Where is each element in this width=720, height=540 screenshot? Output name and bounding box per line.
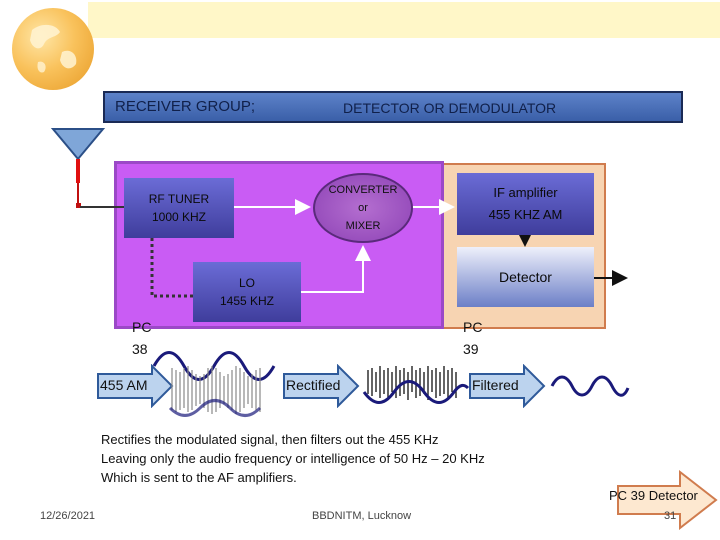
mixer-label: MIXER <box>345 220 381 232</box>
pc39-label: PC 39 <box>463 316 482 360</box>
lo-block: LO 1455 KHZ <box>193 262 301 322</box>
next-arrow-icon[interactable] <box>616 470 720 530</box>
title-bar: RECEIVER GROUP; DETECTOR OR DEMODULATOR <box>103 91 683 123</box>
rectified-waveform <box>362 366 470 404</box>
detector-label: Detector <box>499 269 552 285</box>
lo-frequency: 1455 KHZ <box>219 294 275 308</box>
footer-center: BBDNITM, Lucknow <box>312 510 412 522</box>
filtered-arrow <box>469 364 546 408</box>
rectified-label: Rectified <box>286 377 341 393</box>
title-detector: DETECTOR OR DEMODULATOR <box>343 100 557 116</box>
pc38-label: PC 38 <box>132 316 151 360</box>
am-arrow <box>97 364 174 408</box>
globe-icon <box>12 8 94 90</box>
converter-label: CONVERTER <box>328 184 398 196</box>
if-amplifier-label: IF amplifier <box>493 185 558 200</box>
explanation-line-3: Which is sent to the AF amplifiers. <box>101 470 297 485</box>
am-label: 455 AM <box>100 377 148 393</box>
pc39-line2: 39 <box>463 341 479 357</box>
am-waveform <box>152 351 276 417</box>
explanation-text: Rectifies the modulated signal, then fil… <box>101 430 485 487</box>
footer-date: 12/26/2021 <box>40 510 96 522</box>
antenna-icon <box>50 128 106 208</box>
explanation-line-2: Leaving only the audio frequency or inte… <box>101 451 485 466</box>
title-receiver-group: RECEIVER GROUP; <box>115 98 256 115</box>
if-amplifier-block: IF amplifier 455 KHZ AM <box>457 173 594 235</box>
filtered-label: Filtered <box>472 377 519 393</box>
explanation-line-1: Rectifies the modulated signal, then fil… <box>101 432 439 447</box>
pc38-line1: PC <box>132 319 152 335</box>
next-button[interactable]: PC 39 Detector <box>609 488 698 503</box>
rectified-arrow <box>283 364 360 408</box>
pc38-line2: 38 <box>132 341 148 357</box>
converter-or: or <box>358 202 368 214</box>
pc39-line1: PC <box>463 319 483 335</box>
detector-block: Detector <box>457 247 594 307</box>
header-band <box>88 2 720 38</box>
page-number: 31 <box>664 510 677 522</box>
if-amplifier-frequency: 455 KHZ AM <box>488 207 563 222</box>
lo-label: LO <box>238 276 255 290</box>
filtered-waveform <box>550 375 630 397</box>
rf-tuner-block: RF TUNER 1000 KHZ <box>124 178 234 238</box>
rf-tuner-label: RF TUNER <box>148 192 210 206</box>
rf-tuner-frequency: 1000 KHZ <box>151 210 206 224</box>
